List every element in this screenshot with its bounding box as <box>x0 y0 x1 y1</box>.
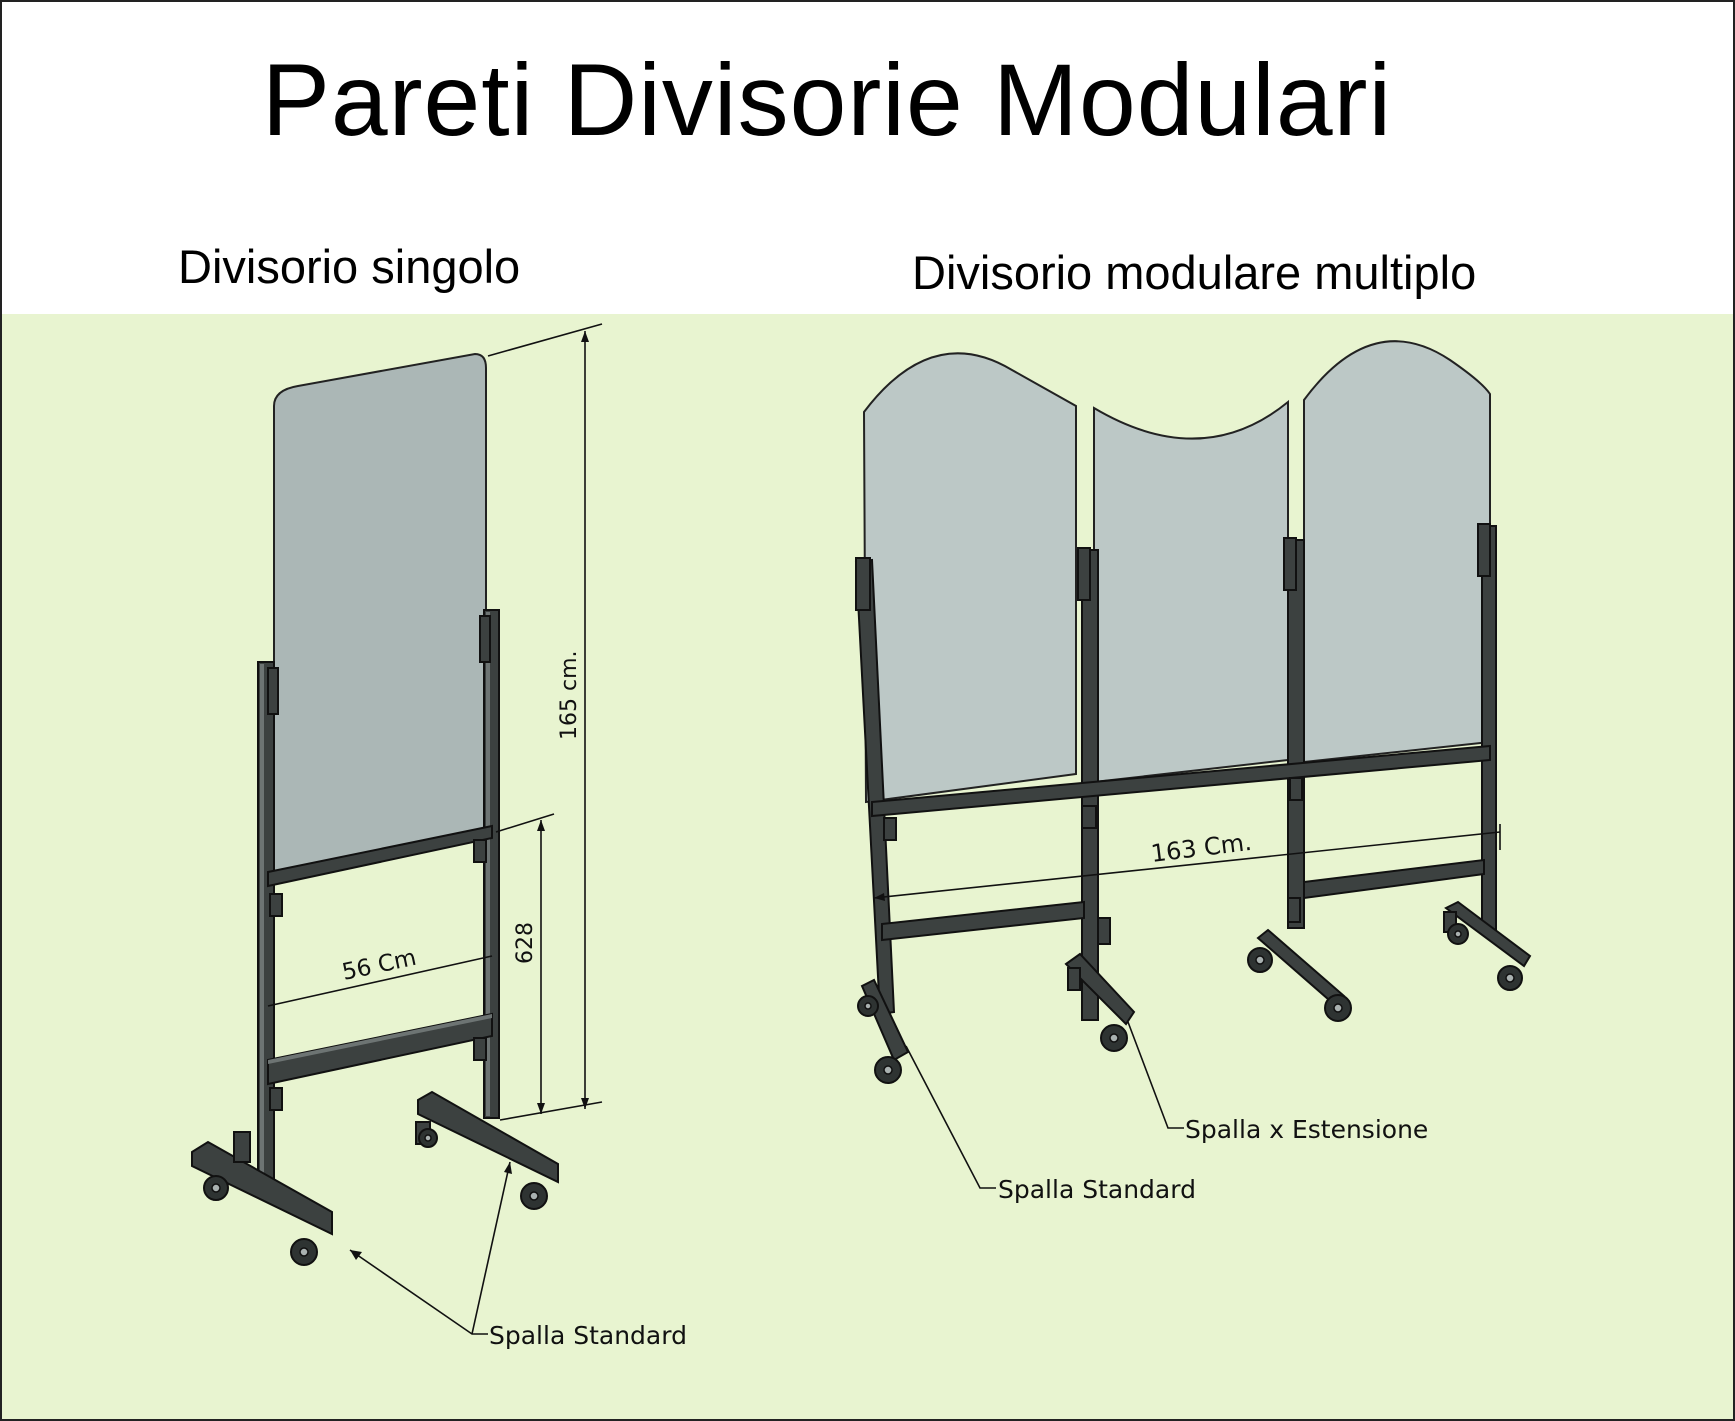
single-upper-crossbar <box>267 824 493 888</box>
modular-lower-crossbar-1 <box>881 900 1085 942</box>
modular-foot-3 <box>1256 928 1346 1008</box>
modular-divider: 163 Cm. Spalla x Estensione Spalla Stand… <box>854 340 1532 1204</box>
single-glass-panel <box>273 352 487 876</box>
single-divider-heading: Divisorio singolo <box>178 240 521 293</box>
modular-foot-2 <box>1064 952 1136 1026</box>
modular-divider-heading: Divisorio modulare multiplo <box>912 246 1477 299</box>
single-height-label: 165 cm. <box>557 650 582 740</box>
single-lower-height-label: 628 <box>513 922 538 964</box>
modular-standard-callout: Spalla Standard <box>998 1175 1196 1204</box>
single-width-label: 56 Cm <box>340 945 419 986</box>
modular-foot-4 <box>1444 900 1532 968</box>
modular-lower-crossbar-2 <box>1303 858 1485 900</box>
single-back-foot <box>417 1090 559 1184</box>
single-front-foot <box>191 1140 333 1236</box>
modular-width-label: 163 Cm. <box>1149 828 1253 868</box>
modular-extension-callout: Spalla x Estensione <box>1185 1115 1428 1144</box>
modular-upper-crossbar <box>871 744 1491 818</box>
single-callout-label: Spalla Standard <box>489 1321 687 1350</box>
single-divider: 165 cm. 628 56 Cm Spalla Standard <box>191 323 687 1350</box>
modular-glass-panel-2 <box>1093 399 1289 784</box>
modular-upright-3 <box>1287 539 1305 929</box>
modular-glass-panel-3 <box>1303 340 1491 764</box>
page-title: Pareti Divisorie Modulari <box>261 43 1393 157</box>
modular-glass-panel-1 <box>862 352 1077 804</box>
